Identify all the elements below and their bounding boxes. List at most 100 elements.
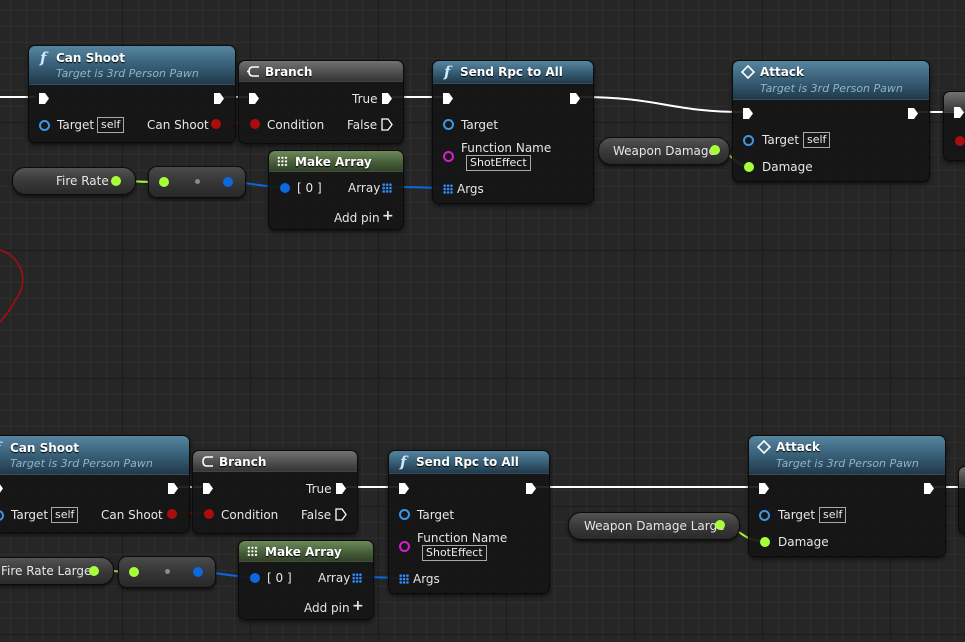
branch-node[interactable]: Branch True Condition False [238,60,404,144]
exec-out-pin[interactable] [907,107,919,120]
self-value[interactable]: self [97,117,125,133]
exec-in-pin[interactable] [0,482,4,495]
can-shoot-node[interactable]: f Can Shoot Target is 3rd Person Pawn Ta… [28,45,236,143]
make-array-node[interactable]: Make Array [ 0 ] Array Add pin + [238,540,374,620]
function-name-pin[interactable] [443,151,454,162]
event-diamond-icon [757,440,771,454]
exec-in-pin[interactable] [742,107,754,120]
make-array-icon [247,546,258,556]
input-pin[interactable] [955,136,965,146]
target-pin[interactable] [443,119,454,130]
weapon-damage-large-variable[interactable]: Weapon Damage Large [568,512,740,540]
self-value[interactable]: self [819,507,847,523]
self-value[interactable]: self [51,507,79,523]
function-name-value[interactable]: ShotEffect [466,155,531,171]
target-pin[interactable] [743,135,754,146]
node-header[interactable] [389,451,549,474]
exec-true-pin[interactable] [335,482,347,495]
target-pin[interactable] [39,120,50,131]
exec-out-pin[interactable] [569,92,581,105]
node-header[interactable] [269,151,403,172]
fire-rate-variable[interactable]: Fire Rate [12,167,136,195]
variable-label: Weapon Damage Large [584,519,725,533]
send-rpc-node[interactable]: f Send Rpc to All Target Function Name S… [432,60,594,204]
exec-true-pin[interactable] [381,92,393,105]
self-value[interactable]: self [803,132,831,148]
make-array-icon [277,156,288,166]
exec-in-pin[interactable] [953,106,965,119]
pin-label: Condition [267,118,325,132]
exec-out-pin[interactable] [167,482,179,495]
make-array-node[interactable]: Make Array [ 0 ] Array Add pin + [268,150,404,230]
exec-out-pin[interactable] [923,482,935,495]
node-header[interactable] [749,436,945,475]
target-pin[interactable] [759,510,770,521]
weapon-damage-variable[interactable]: Weapon Damage [598,137,730,165]
reroute-node[interactable] [148,166,246,198]
partial-node[interactable] [943,91,965,161]
args-pin[interactable] [443,184,453,194]
pin-label: Target [11,508,49,522]
node-header[interactable] [733,61,929,100]
exec-false-pin[interactable] [381,118,393,131]
array-output-pin[interactable] [223,177,233,187]
send-rpc-node[interactable]: f Send Rpc to All Target Function Name S… [388,450,550,594]
float-input-pin[interactable] [129,567,139,577]
variable-label: Weapon Damage [613,144,716,158]
args-pin[interactable] [399,574,409,584]
node-header[interactable] [433,61,593,84]
exec-in-pin[interactable] [398,482,410,495]
array-output-pin[interactable] [382,183,392,193]
fire-rate-large-variable[interactable]: Fire Rate Large [0,557,114,585]
target-pin[interactable] [0,510,4,521]
float-input-pin[interactable] [159,177,169,187]
reroute-dot [165,569,170,574]
float-output-pin[interactable] [715,520,725,530]
attack-node[interactable]: Attack Target is 3rd Person Pawn Target … [748,435,946,557]
node-header[interactable] [239,541,373,562]
can-shoot-node[interactable]: f Can Shoot Target is 3rd Person Pawn Ta… [0,435,190,533]
node-header[interactable] [0,436,189,475]
add-pin-button[interactable]: Add pin [304,601,350,615]
plus-icon[interactable]: + [352,598,364,614]
pin-label: Array [318,571,351,585]
condition-pin[interactable] [204,509,214,519]
index-pin[interactable] [280,183,290,193]
node-title: Send Rpc to All [416,455,519,469]
branch-node[interactable]: Branch True Condition False [192,450,358,534]
exec-in-pin[interactable] [202,482,214,495]
can-shoot-output-pin[interactable] [167,509,177,519]
exec-in-pin[interactable] [38,92,50,105]
damage-pin[interactable] [744,162,754,172]
node-header[interactable] [193,451,357,472]
node-header[interactable] [959,467,965,488]
node-title: Make Array [295,155,372,169]
exec-out-pin[interactable] [525,482,537,495]
can-shoot-output-pin[interactable] [211,119,221,129]
attack-node[interactable]: Attack Target is 3rd Person Pawn Target … [732,60,930,182]
exec-out-pin[interactable] [213,92,225,105]
exec-in-pin[interactable] [758,482,770,495]
function-name-value[interactable]: ShotEffect [422,545,487,561]
reroute-dot [195,179,200,184]
damage-pin[interactable] [760,537,770,547]
node-header[interactable] [239,61,403,82]
exec-false-pin[interactable] [335,508,347,521]
index-pin[interactable] [250,573,260,583]
float-output-pin[interactable] [111,176,121,186]
node-header[interactable] [29,46,235,85]
float-output-pin[interactable] [89,566,99,576]
array-output-pin[interactable] [193,567,203,577]
add-pin-button[interactable]: Add pin [334,211,380,225]
node-title: Can Shoot [10,441,80,455]
exec-in-pin[interactable] [248,92,260,105]
target-pin[interactable] [399,509,410,520]
function-name-pin[interactable] [399,541,410,552]
partial-node[interactable] [958,466,965,534]
reroute-node[interactable] [118,556,216,588]
condition-pin[interactable] [250,119,260,129]
exec-in-pin[interactable] [442,92,454,105]
array-output-pin[interactable] [352,573,362,583]
plus-icon[interactable]: + [382,208,394,224]
float-output-pin[interactable] [710,145,720,155]
